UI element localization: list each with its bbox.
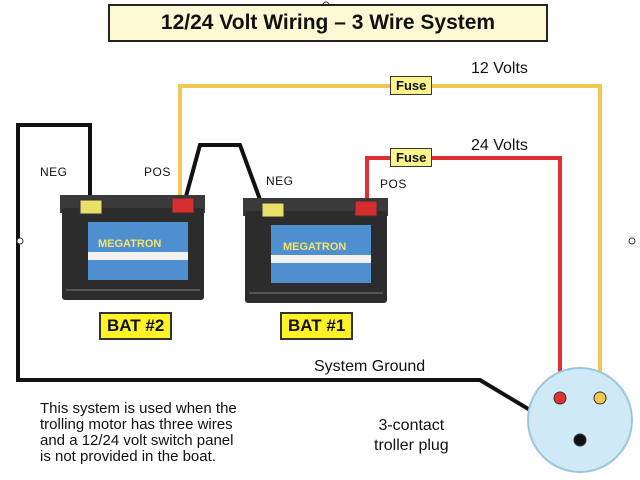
fuse-mid: Fuse — [390, 148, 433, 167]
diagram-title: 12/24 Volt Wiring – 3 Wire System — [108, 4, 548, 42]
battery-2-label: BAT #2 — [99, 312, 173, 340]
note-line: This system is used when the — [40, 400, 237, 417]
fuse-top: Fuse — [390, 76, 433, 95]
frame-marker-left — [16, 237, 24, 245]
note-line: and a 12/24 volt switch panel — [40, 432, 234, 449]
explanation-note: This system is used when the trolling mo… — [40, 401, 237, 465]
wire-12v — [178, 84, 602, 398]
wire-ground — [16, 123, 582, 442]
battery-1 — [243, 198, 388, 303]
note-line: is not provided in the boat. — [40, 448, 216, 465]
battery-1-brand: MEGATRON — [283, 241, 347, 253]
plug-caption-line: troller plug — [374, 437, 449, 454]
frame-marker-right — [628, 237, 636, 245]
wire-24v — [365, 156, 562, 398]
label-neg-right: NEG — [266, 174, 294, 188]
label-24-volts: 24 Volts — [471, 137, 528, 154]
label-neg-left: NEG — [40, 165, 68, 179]
note-line: trolling motor has three wires — [40, 416, 233, 433]
label-pos-left: POS — [144, 165, 171, 179]
battery-2-brand: MEGATRON — [98, 238, 162, 250]
label-pos-right: POS — [380, 177, 407, 191]
label-system-ground: System Ground — [314, 358, 426, 375]
wire-jumper — [183, 143, 264, 206]
battery-1-label: BAT #1 — [280, 312, 354, 340]
plug-caption-line: 3-contact — [378, 417, 445, 434]
troller-plug — [527, 367, 633, 473]
battery-2 — [60, 195, 205, 300]
label-12-volts: 12 Volts — [471, 60, 528, 77]
plug-caption: 3-contact troller plug — [374, 416, 449, 456]
